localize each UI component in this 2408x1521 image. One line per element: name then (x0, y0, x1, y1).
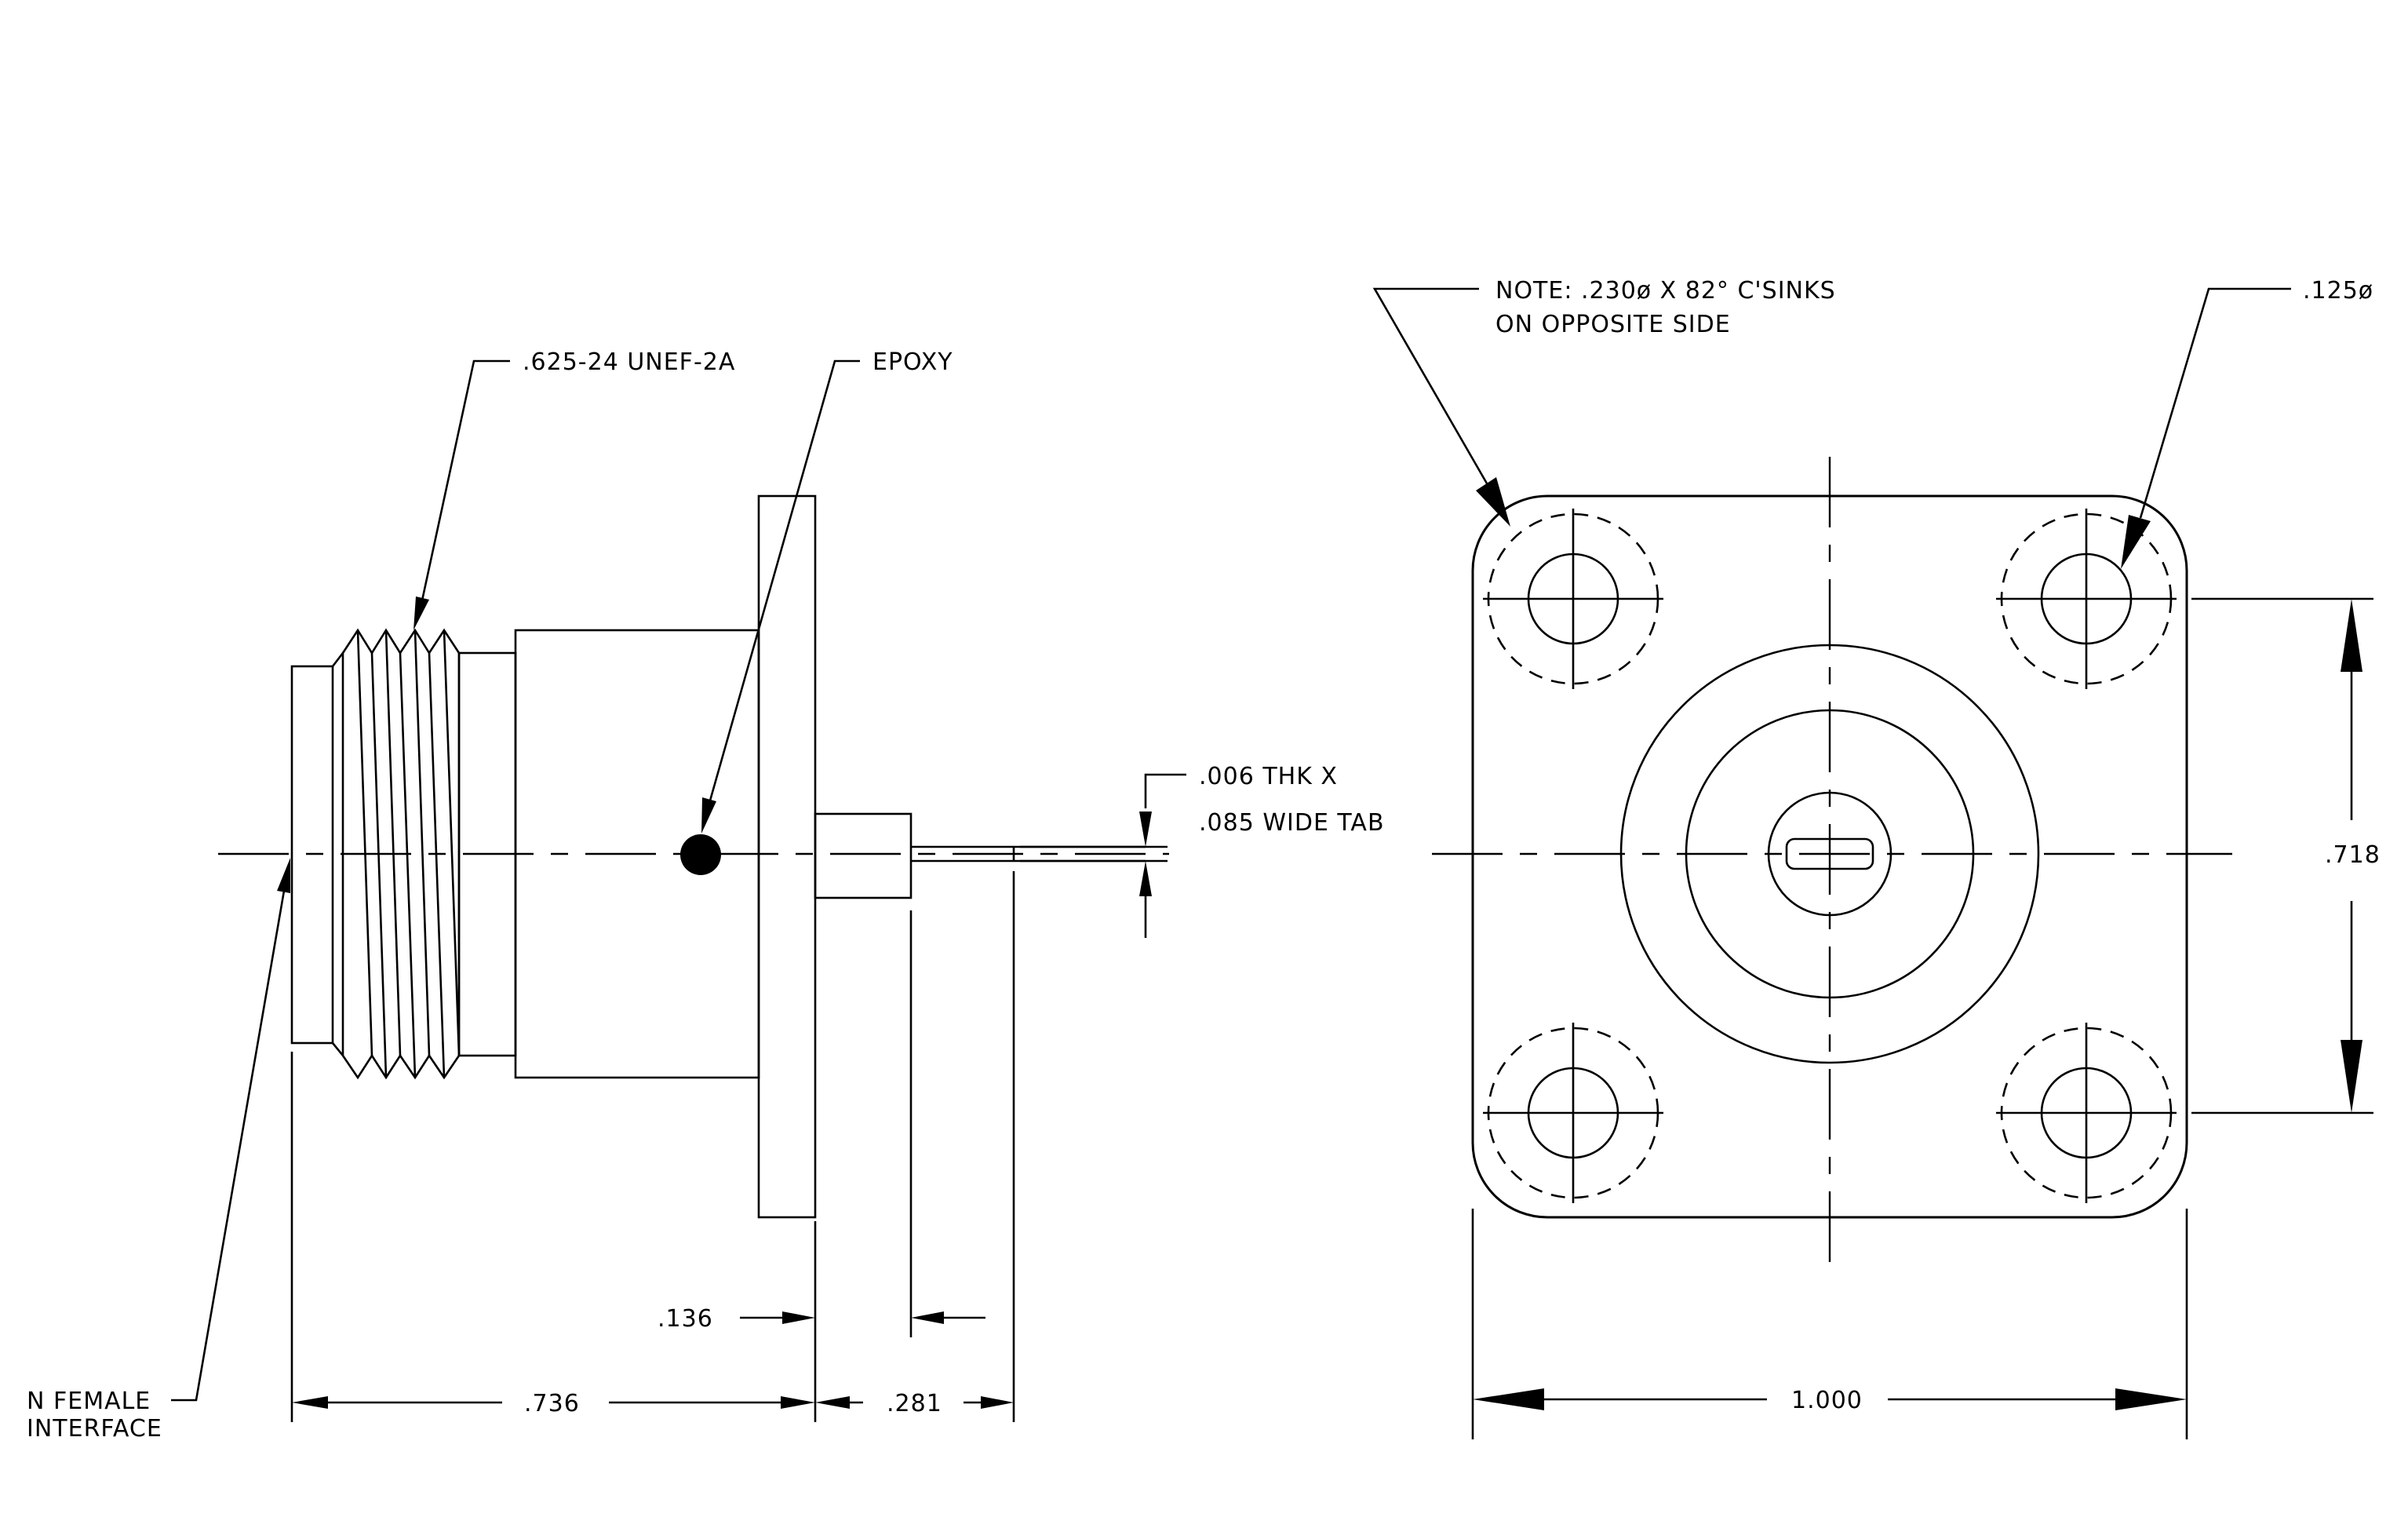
front-view: NOTE: .230ø X 82° C'SINKS ON OPPOSITE SI… (1372, 277, 2381, 1439)
outer-ring (1619, 644, 2040, 1064)
tab-label-2: .085 WIDE TAB (1199, 809, 1385, 837)
dim-736 (292, 1396, 815, 1409)
note-line-2: ON OPPOSITE SIDE (1495, 311, 1731, 338)
tab-label-1: .006 THK X (1199, 763, 1338, 790)
mounting-hole-bl (1483, 1023, 1663, 1203)
dim-hole-spacing-label: .718 (2325, 841, 2381, 869)
tab-slot (1785, 837, 1874, 870)
epoxy-label: EPOXY (872, 348, 953, 376)
epoxy-leader (709, 359, 860, 801)
flange-side (757, 494, 817, 1219)
interface-leader (171, 890, 286, 1402)
pin-housing (814, 812, 913, 899)
dim-pin-label: .281 (887, 1390, 942, 1417)
epoxy-dot (680, 834, 721, 875)
mounting-hole-br (1996, 1023, 2177, 1203)
interface-label-2: INTERFACE (27, 1415, 162, 1443)
mounting-hole-tl (1483, 509, 1663, 689)
dim-flange-width-label: 1.000 (1791, 1387, 1863, 1414)
mounting-hole-tr (1996, 509, 2177, 689)
dim-281 (815, 1396, 1014, 1409)
contact-ring (1767, 791, 1893, 917)
side-view: .625-24 UNEF-2A EPOXY .006 THK X .085 WI… (27, 348, 1385, 1443)
dim-flange-label: .136 (658, 1305, 713, 1333)
dim-136 (740, 1311, 985, 1324)
note-line-1: NOTE: .230ø X 82° C'SINKS (1495, 277, 1836, 305)
interface-label-1: N FEMALE (27, 1388, 151, 1415)
dim-718 (2191, 597, 2373, 1114)
hole-leader (2139, 287, 2291, 519)
inner-ring (1685, 709, 1975, 999)
dim-overall-label: .736 (524, 1390, 580, 1417)
tab-thickness-dim (1014, 773, 1186, 938)
thread-leader (421, 359, 510, 601)
dim-1000 (1471, 1209, 2188, 1439)
note-leader (1372, 287, 1488, 484)
hole-label: .125ø (2303, 277, 2373, 305)
thread-section (331, 628, 461, 1080)
thread-label: .625-24 UNEF-2A (523, 348, 735, 376)
interface-sleeve (290, 665, 334, 1045)
